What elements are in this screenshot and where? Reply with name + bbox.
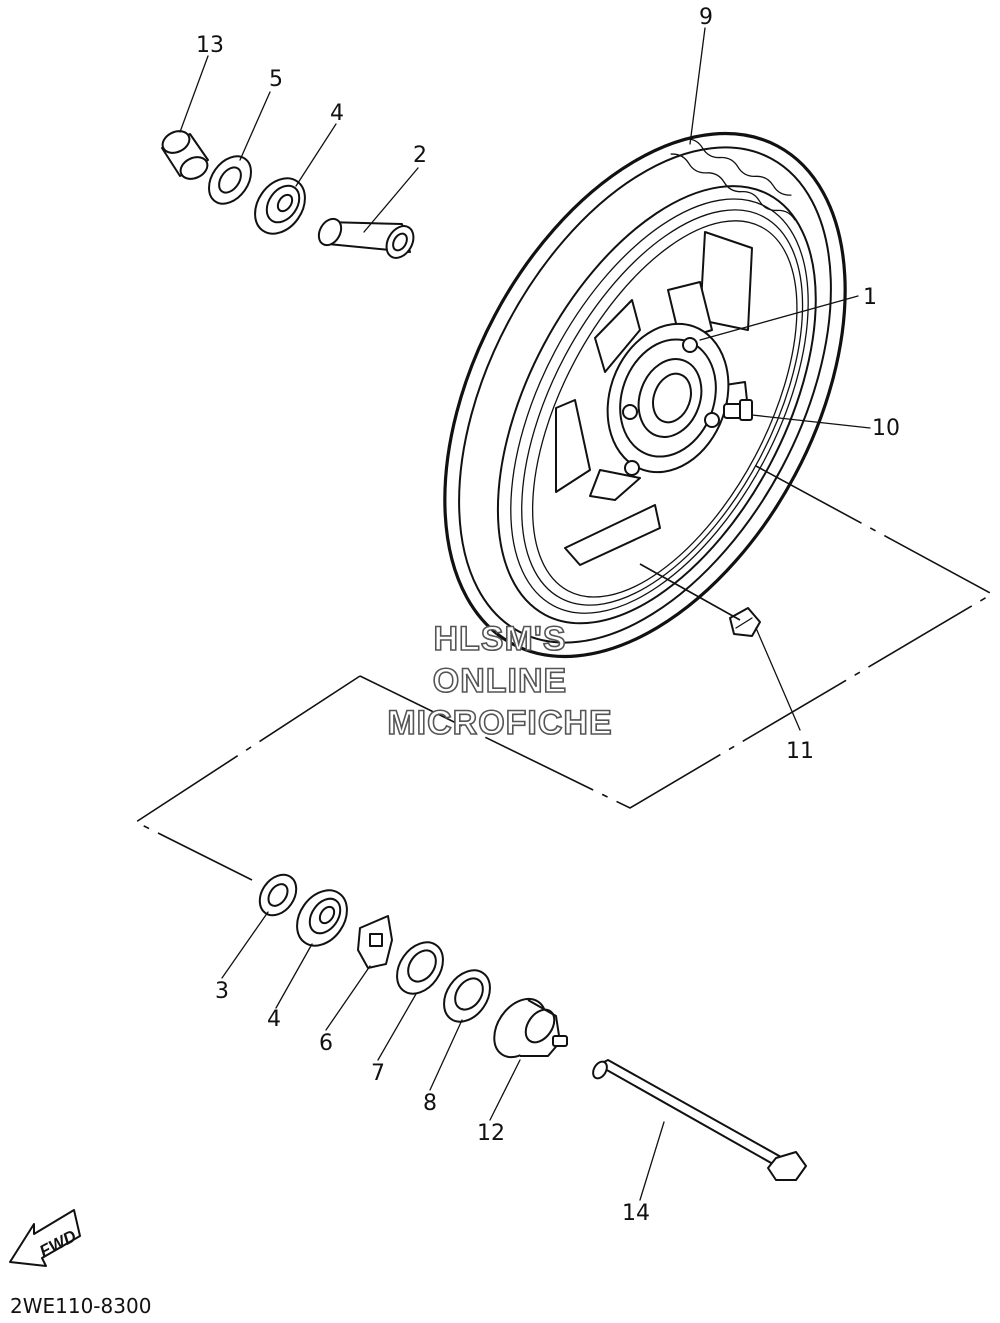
callout-9: 9 xyxy=(699,5,713,30)
valve-part-10 xyxy=(723,399,753,421)
oil-seal-part-5 xyxy=(208,155,252,205)
callout-2: 2 xyxy=(413,143,427,168)
callout-4-upper: 4 xyxy=(330,101,344,126)
gear-unit-part-12 xyxy=(493,997,568,1059)
collar-part-8 xyxy=(443,969,491,1023)
collar-part-3 xyxy=(258,873,298,917)
callout-6: 6 xyxy=(319,1031,333,1056)
callout-14: 14 xyxy=(622,1201,650,1226)
fwd-arrow-icon: FWD xyxy=(9,1209,81,1267)
diagram-code: 2WE110-8300 xyxy=(10,1294,151,1318)
bearing-part-4-upper xyxy=(254,177,306,235)
callout-1: 1 xyxy=(863,285,877,310)
callout-4-lower: 4 xyxy=(267,1007,281,1032)
callout-13: 13 xyxy=(196,33,224,58)
callout-7: 7 xyxy=(371,1061,385,1086)
spacer-part-2 xyxy=(317,217,415,259)
watermark-line3: MICROFICHE xyxy=(387,704,612,742)
callout-10: 10 xyxy=(872,416,900,441)
watermark: HLSM'S ONLINE MICROFICHE xyxy=(387,619,613,743)
callout-12: 12 xyxy=(477,1121,505,1146)
callout-8: 8 xyxy=(423,1091,437,1116)
watermark-line2: ONLINE xyxy=(433,662,567,700)
reference-lines xyxy=(134,465,994,881)
callouts: 13 5 4 2 9 1 10 11 3 4 6 7 8 12 14 xyxy=(196,5,900,1226)
tire-part-9 xyxy=(443,131,847,659)
watermark-line1: HLSM'S xyxy=(433,620,566,658)
bearing-part-4-lower xyxy=(296,889,348,947)
callout-3: 3 xyxy=(215,979,229,1004)
axle-part-14 xyxy=(592,1059,807,1181)
wheel-hub-part-1 xyxy=(555,231,753,566)
clutch-part-6 xyxy=(357,915,393,969)
callout-5: 5 xyxy=(269,67,283,92)
oil-seal-part-7 xyxy=(396,941,444,995)
callout-11: 11 xyxy=(786,739,814,764)
collar-part-13 xyxy=(161,130,209,180)
balance-weight-part-11 xyxy=(729,607,761,637)
leader-lines xyxy=(179,27,871,1201)
